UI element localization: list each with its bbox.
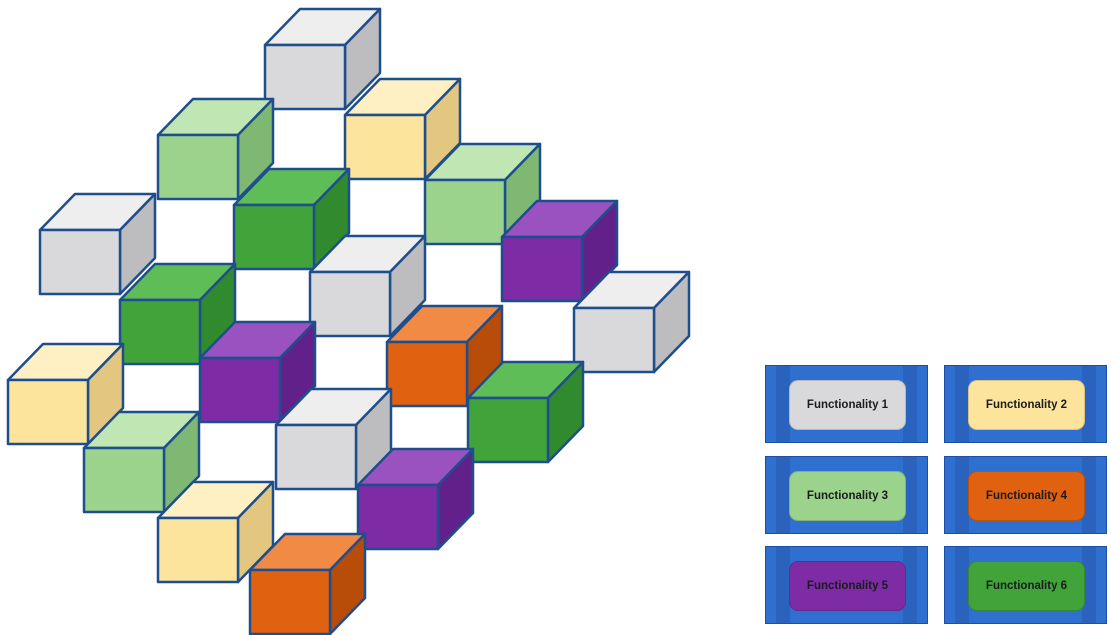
cube-front-face [274,423,358,491]
cube-green-16 [466,360,585,464]
cube-purple-18 [356,447,475,551]
cube-front-face [423,178,507,246]
legend-label-3: Functionality 3 [789,471,906,521]
legend-label-2: Functionality 2 [968,380,1085,430]
cube-front-face [263,43,347,111]
legend-card-5: Functionality 5 [765,546,928,624]
cube-front-face [356,483,440,551]
legend-card-4: Functionality 4 [944,456,1107,534]
cube-front-face [82,446,166,514]
legend-card-3: Functionality 3 [765,456,928,534]
legend-label-1: Functionality 1 [789,380,906,430]
cube-gray-5 [38,192,157,296]
legend-label-4: Functionality 4 [968,471,1085,521]
cube-front-face [385,340,469,408]
cube-gray-13 [572,270,691,374]
cube-green-7 [118,262,237,366]
cube-front-face [38,228,122,296]
cube-lightgreen-2 [156,97,275,201]
cube-front-face [232,203,316,271]
cube-lightgreen-6 [423,142,542,246]
cube-front-face [6,378,90,446]
cube-yellow-10 [6,342,125,446]
cube-gray-8 [308,234,427,338]
cube-front-face [156,516,240,584]
legend-label-6: Functionality 6 [968,561,1085,611]
cube-front-face [343,113,427,181]
cube-lightgreen-14 [82,410,201,514]
legend-card-6: Functionality 6 [944,546,1107,624]
cube-diagram [6,7,691,635]
cube-front-face [198,356,282,424]
cube-front-face [248,568,332,635]
cube-front-face [500,235,584,303]
cube-gray-1 [263,7,382,111]
cube-orange-12 [385,304,504,408]
cube-front-face [308,270,392,338]
cube-orange-19 [248,532,367,635]
cube-yellow-17 [156,480,275,584]
legend-card-2: Functionality 2 [944,365,1107,443]
cube-front-face [118,298,202,366]
cube-purple-11 [198,320,317,424]
legend-card-1: Functionality 1 [765,365,928,443]
legend-label-5: Functionality 5 [789,561,906,611]
cube-front-face [466,396,550,464]
cube-gray-15 [274,387,393,491]
cube-yellow-3 [343,77,462,181]
cube-front-face [156,133,240,201]
cube-front-face [572,306,656,374]
